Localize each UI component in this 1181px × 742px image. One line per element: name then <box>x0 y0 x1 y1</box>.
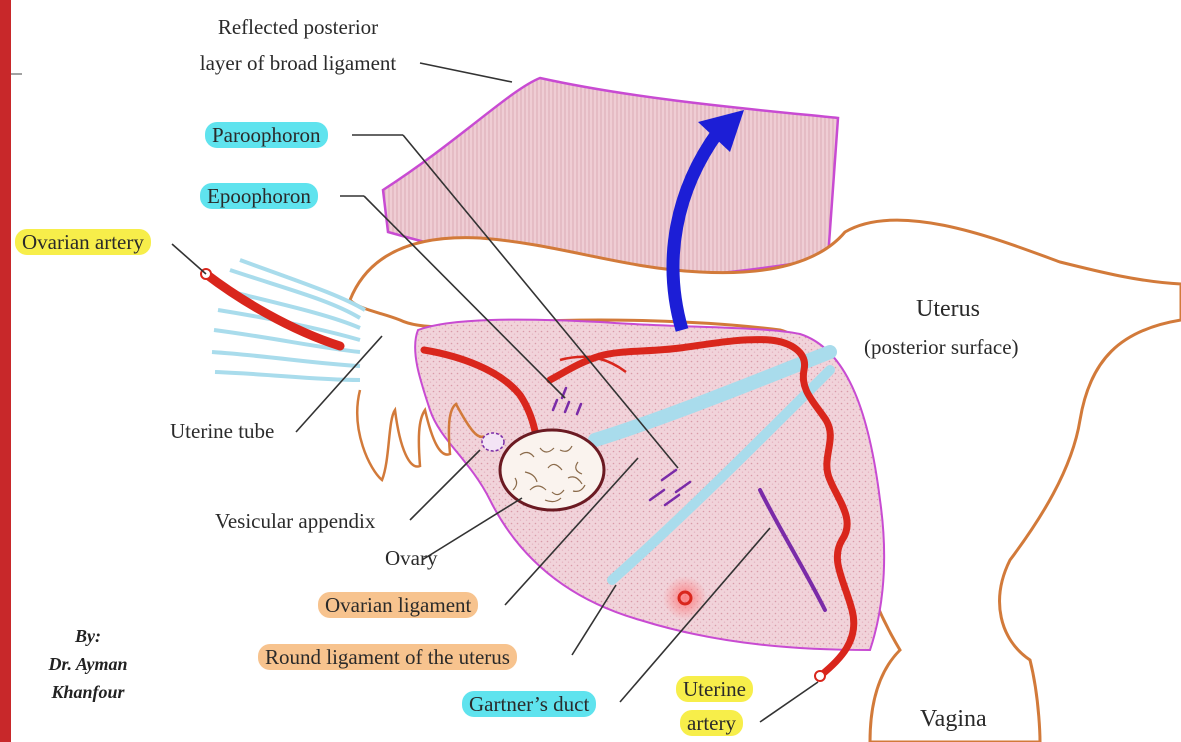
ovary-shape <box>500 430 604 510</box>
signature-line2: Dr. Ayman <box>28 650 148 678</box>
label-reflected-line2: layer of broad ligament <box>178 50 418 76</box>
label-epoophoron: Epoophoron <box>200 183 318 209</box>
signature-line3: Khanfour <box>28 678 148 706</box>
vesicular-appendix-shape <box>482 433 504 451</box>
label-uterus: Uterus <box>916 296 980 322</box>
label-vesicular-appendix: Vesicular appendix <box>215 508 375 534</box>
label-ovary: Ovary <box>385 545 437 571</box>
label-uterine-artery-line1: Uterine <box>676 676 753 702</box>
signature-line1: By: <box>28 622 148 650</box>
author-signature: By: Dr. Ayman Khanfour <box>28 622 148 706</box>
label-ovarian-ligament: Ovarian ligament <box>318 592 478 618</box>
label-uterine-artery-line2: artery <box>680 710 743 736</box>
label-ovarian-artery: Ovarian artery <box>15 229 151 255</box>
label-uterine-tube: Uterine tube <box>170 418 274 444</box>
label-uterus-sub: (posterior surface) <box>864 334 1019 360</box>
left-frame-bar <box>0 0 11 742</box>
label-vagina: Vagina <box>920 706 987 732</box>
label-gartners-duct: Gartner’s duct <box>462 691 596 717</box>
label-reflected-line1: Reflected posterior <box>178 14 418 40</box>
red-spot-glow <box>663 576 707 620</box>
uterine-artery-cut-end <box>815 671 825 681</box>
label-round-ligament: Round ligament of the uterus <box>258 644 517 670</box>
label-paroophoron: Paroophoron <box>205 122 328 148</box>
